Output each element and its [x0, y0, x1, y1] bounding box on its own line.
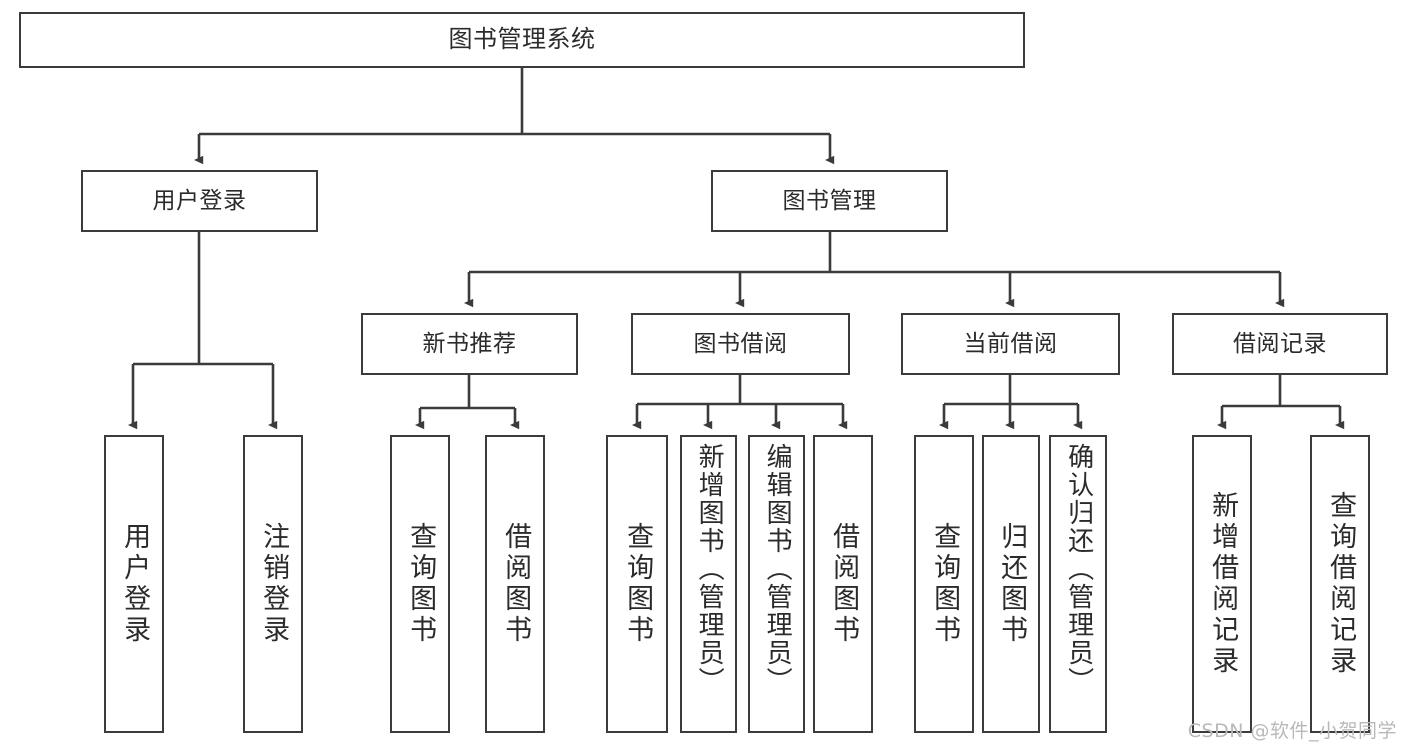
- node-label: 图书管理: [782, 187, 877, 214]
- node-label: 当前借阅: [963, 330, 1058, 357]
- leaf-query-borrow-record[interactable]: 查询借阅记录: [1310, 435, 1370, 733]
- leaf-borrow-book-recommend[interactable]: 借阅图书: [485, 435, 545, 733]
- watermark: CSDN @软件_小贺同学: [1187, 720, 1397, 742]
- node-label: 查询图书: [405, 522, 437, 646]
- leaf-borrow-book-borrow[interactable]: 借阅图书: [813, 435, 873, 733]
- node-label: 确认归还（管理员）: [1063, 443, 1094, 695]
- node-book-management[interactable]: 图书管理: [711, 170, 948, 232]
- node-label: 用户登录: [152, 187, 247, 214]
- leaf-add-book[interactable]: 新增图书（管理员）: [680, 435, 737, 733]
- node-label: 新增借阅记录: [1207, 491, 1239, 677]
- node-root-system[interactable]: 图书管理系统: [19, 12, 1025, 68]
- leaf-edit-book[interactable]: 编辑图书（管理员）: [748, 435, 805, 733]
- node-label: 图书管理系统: [448, 25, 596, 54]
- node-label: 图书借阅: [693, 330, 788, 357]
- node-borrow-record[interactable]: 借阅记录: [1172, 313, 1388, 375]
- node-label: 归还图书: [996, 522, 1028, 646]
- leaf-query-book-recommend[interactable]: 查询图书: [390, 435, 450, 733]
- node-label: 新书推荐: [422, 330, 517, 357]
- node-user-login[interactable]: 用户登录: [81, 170, 318, 232]
- node-label: 注销登录: [258, 522, 290, 646]
- leaf-logout-login[interactable]: 注销登录: [243, 435, 303, 733]
- node-label: 编辑图书（管理员）: [762, 443, 793, 695]
- node-label: 查询借阅记录: [1325, 491, 1357, 677]
- node-label: 查询图书: [929, 522, 961, 646]
- node-new-book-recommend[interactable]: 新书推荐: [361, 313, 578, 375]
- node-label: 查询图书: [622, 522, 654, 646]
- node-label: 借阅图书: [500, 522, 532, 646]
- leaf-user-login[interactable]: 用户登录: [104, 435, 164, 733]
- leaf-confirm-return[interactable]: 确认归还（管理员）: [1049, 435, 1107, 733]
- node-book-borrow[interactable]: 图书借阅: [631, 313, 850, 375]
- node-current-borrow[interactable]: 当前借阅: [901, 313, 1120, 375]
- node-label: 借阅记录: [1233, 330, 1327, 357]
- node-label: 新增图书（管理员）: [694, 443, 725, 695]
- leaf-return-book[interactable]: 归还图书: [982, 435, 1040, 733]
- leaf-query-book-current[interactable]: 查询图书: [914, 435, 974, 733]
- node-label: 用户登录: [119, 522, 151, 646]
- leaf-add-borrow-record[interactable]: 新增借阅记录: [1192, 435, 1252, 733]
- leaf-query-book-borrow[interactable]: 查询图书: [606, 435, 668, 733]
- node-label: 借阅图书: [828, 522, 860, 646]
